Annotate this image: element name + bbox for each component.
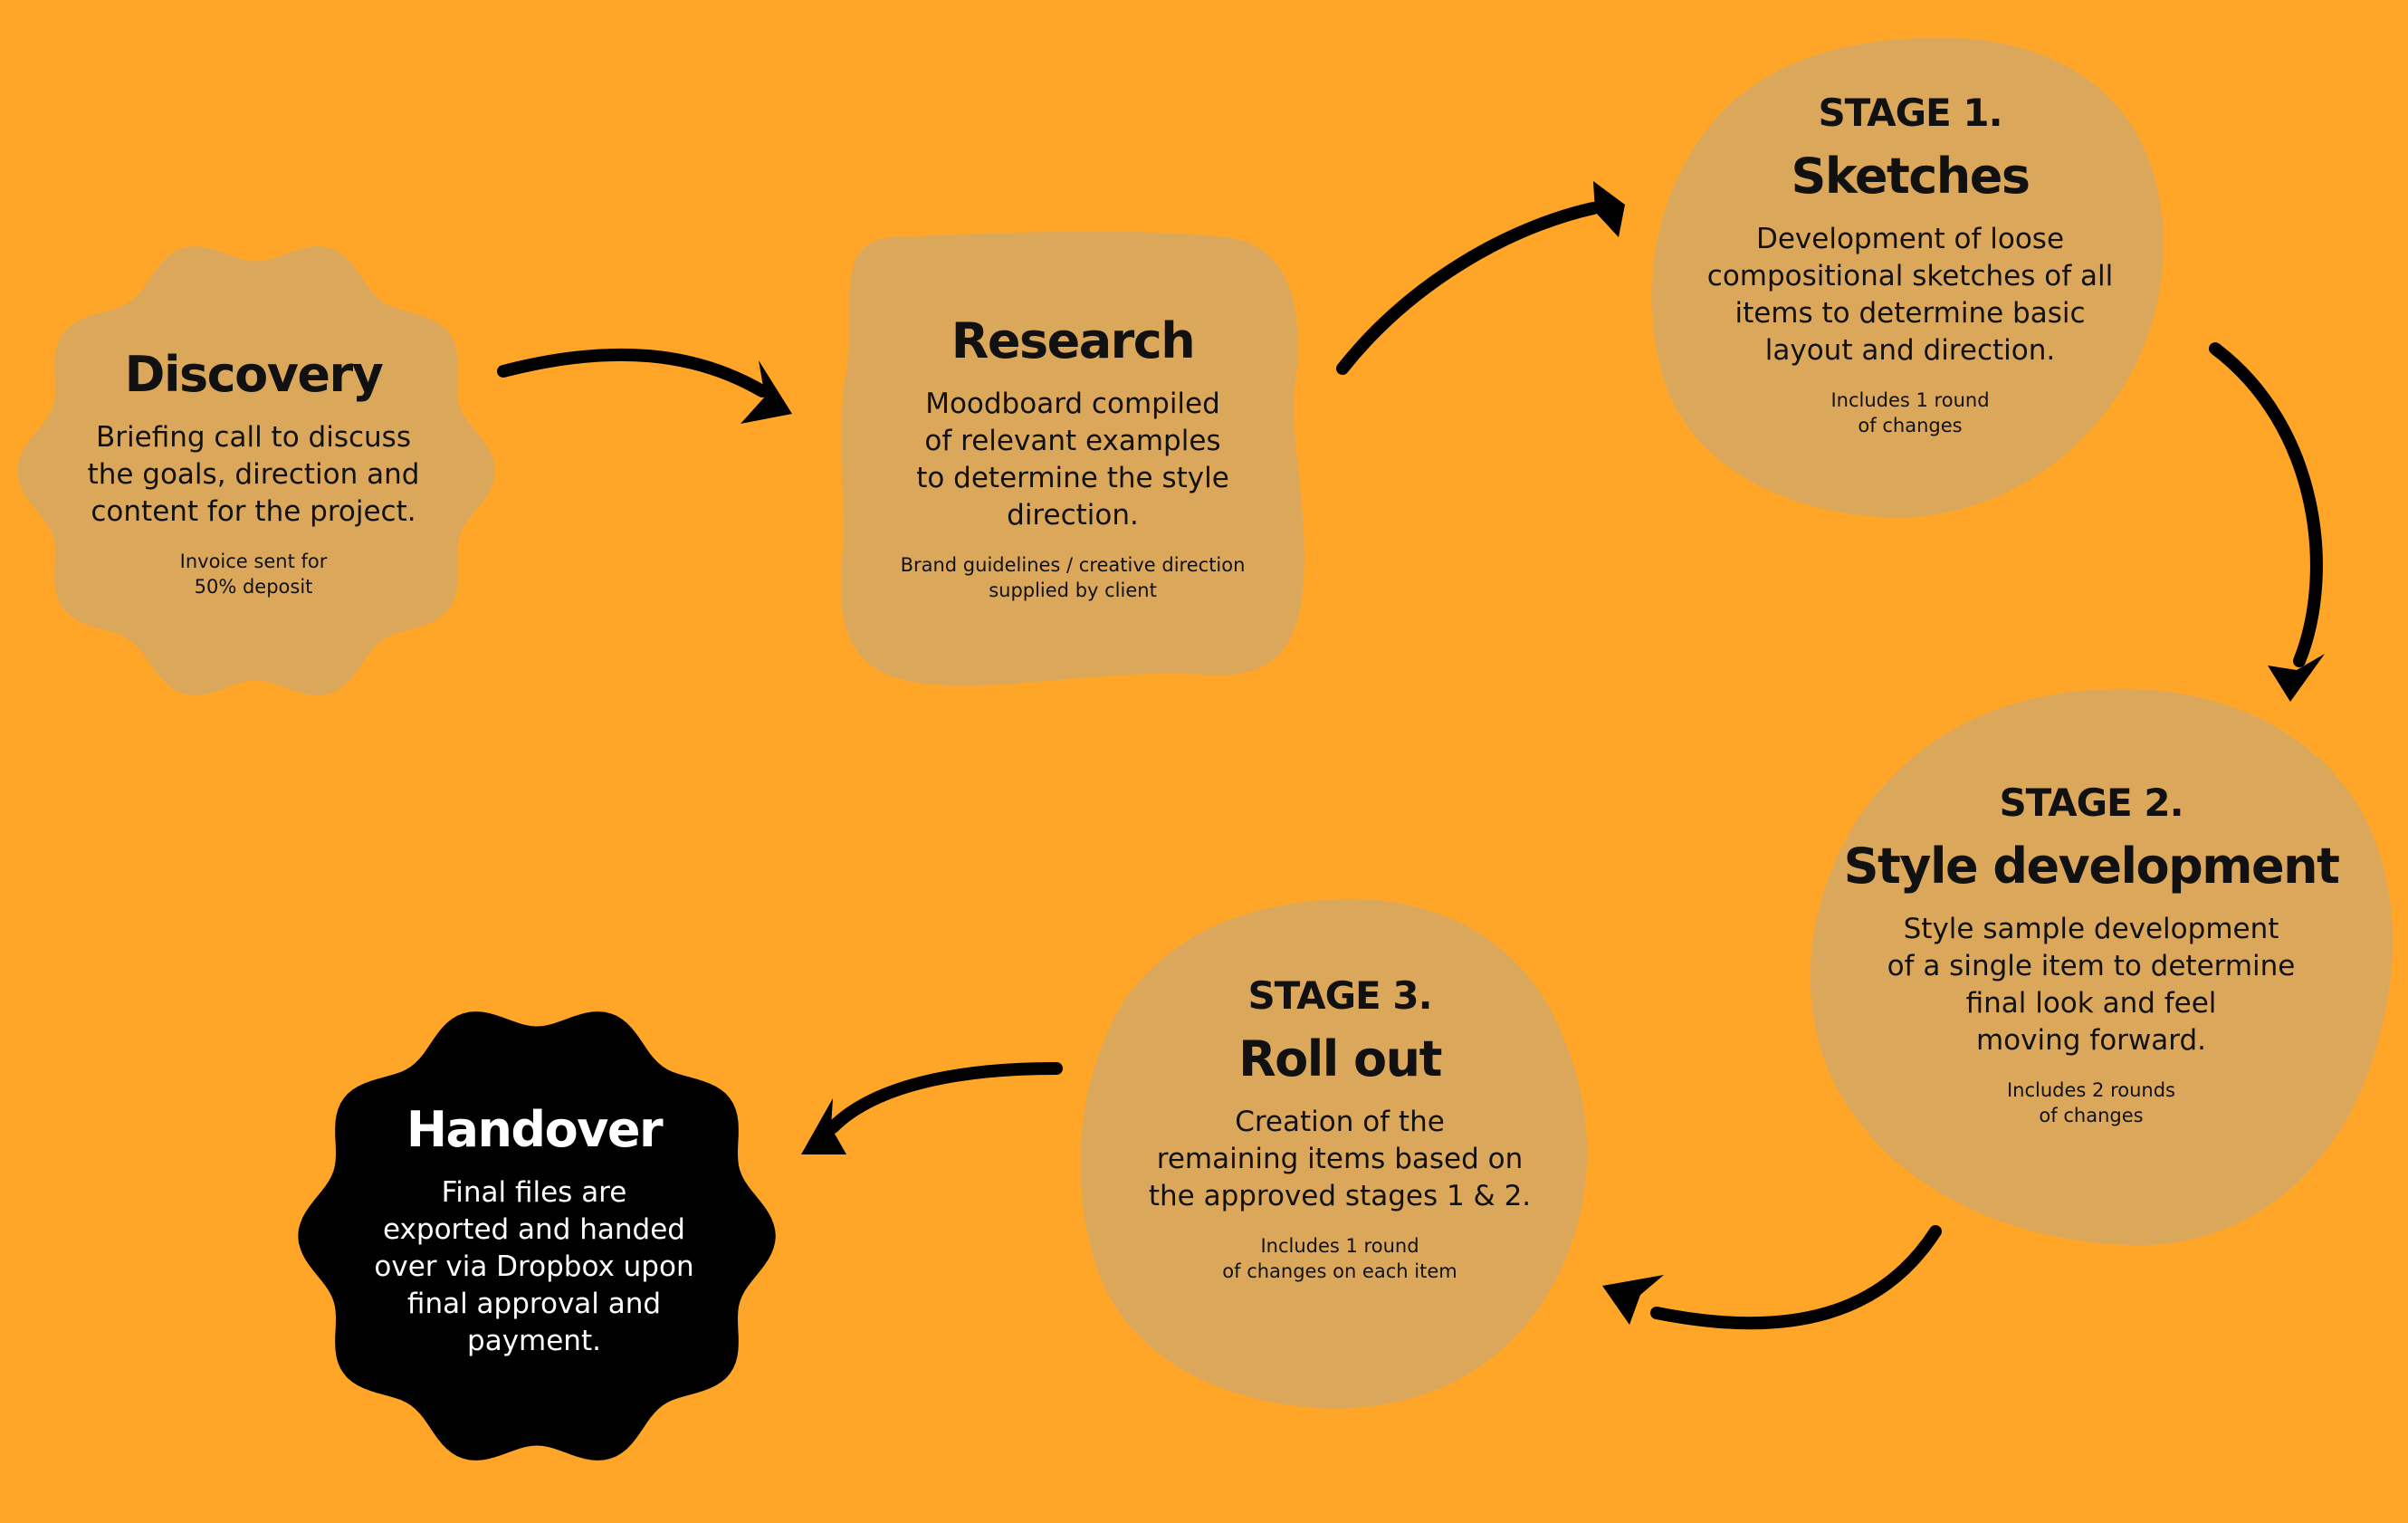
- arrow-discovery-to-research-head: [741, 360, 792, 424]
- discovery-title: Discovery: [124, 346, 384, 403]
- arrow-discovery-to-research: [497, 348, 769, 398]
- roll-out-stage-label: STAGE 3.: [1247, 973, 1432, 1018]
- arrow-style-to-roll-out: [1650, 1225, 1942, 1330]
- roll-out-title: Roll out: [1238, 1030, 1442, 1087]
- discovery-node: Discovery Briefing call to discuss the g…: [36, 346, 471, 599]
- handover-wavy-badge-shape: [298, 1011, 776, 1461]
- research-note: Brand guidelines / creative direction su…: [900, 554, 1246, 601]
- sketches-stage-label: STAGE 1.: [1818, 91, 2002, 135]
- arrow-roll-out-to-handover: [827, 1062, 1063, 1134]
- handover-description: Final files are exported and handed over…: [374, 1176, 694, 1357]
- sketches-node: STAGE 1. Sketches Development of loose c…: [1675, 91, 2145, 438]
- research-title: Research: [951, 312, 1196, 369]
- arrow-style-to-roll-out-head: [1602, 1275, 1664, 1325]
- style-development-title: Style development: [1843, 838, 2340, 895]
- handover-title: Handover: [406, 1101, 664, 1158]
- research-blob-shape: [840, 231, 1304, 686]
- research-node: Research Moodboard compiled of relevant …: [842, 312, 1304, 603]
- discovery-wavy-badge-shape: [17, 246, 495, 695]
- arrow-sketches-to-style-head: [2268, 654, 2325, 702]
- style-development-node: STAGE 2. Style development Style sample …: [1842, 781, 2340, 1128]
- roll-out-node: STAGE 3. Roll out Creation of the remain…: [1109, 973, 1571, 1284]
- arrow-research-to-sketches-head: [1593, 181, 1625, 237]
- research-description: Moodboard compiled of relevant examples …: [916, 388, 1229, 532]
- arrow-sketches-to-style: [2209, 342, 2323, 667]
- roll-out-note: Includes 1 round of changes on each item: [1222, 1235, 1457, 1282]
- sketches-title: Sketches: [1791, 148, 2031, 205]
- arrow-research-to-sketches: [1336, 202, 1600, 375]
- handover-node: Handover Final files are exported and ha…: [335, 1101, 733, 1378]
- style-development-description: Style sample development of a single ite…: [1887, 913, 2296, 1057]
- sketches-note: Includes 1 round of changes: [1830, 389, 1990, 436]
- discovery-note: Invoice sent for 50% deposit: [179, 551, 328, 598]
- discovery-description: Briefing call to discuss the goals, dire…: [87, 421, 420, 528]
- roll-out-blob-shape: [1080, 898, 1588, 1409]
- style-development-note: Includes 2 rounds of changes: [2006, 1079, 2175, 1126]
- style-development-stage-label: STAGE 2.: [1999, 781, 2183, 825]
- sketches-blob-shape: [1651, 37, 2164, 518]
- sketches-description: Development of loose compositional sketc…: [1706, 223, 2114, 367]
- style-development-blob-shape: [1810, 688, 2394, 1246]
- arrow-roll-out-to-handover-head: [801, 1098, 846, 1154]
- roll-out-description: Creation of the remaining items based on…: [1148, 1106, 1532, 1212]
